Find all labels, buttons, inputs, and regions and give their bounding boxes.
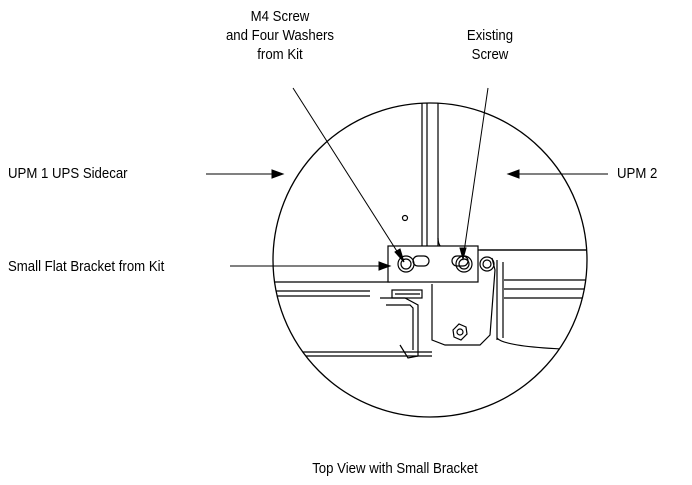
- callout-bracket: Small Flat Bracket from Kit: [8, 258, 165, 275]
- detail-view: [273, 103, 587, 359]
- callout-existing-screw: Existing Screw: [466, 27, 514, 63]
- detail-circle: [272, 102, 588, 418]
- leader-lines: [206, 87, 608, 271]
- callout-upm1: UPM 1 UPS Sidecar: [8, 165, 128, 182]
- m4-screw: [397, 255, 415, 273]
- callout-m4-screw: M4 Screw and Four Washers from Kit: [225, 8, 335, 63]
- figure-caption: Top View with Small Bracket: [312, 460, 478, 477]
- callout-upm2: UPM 2: [617, 165, 658, 182]
